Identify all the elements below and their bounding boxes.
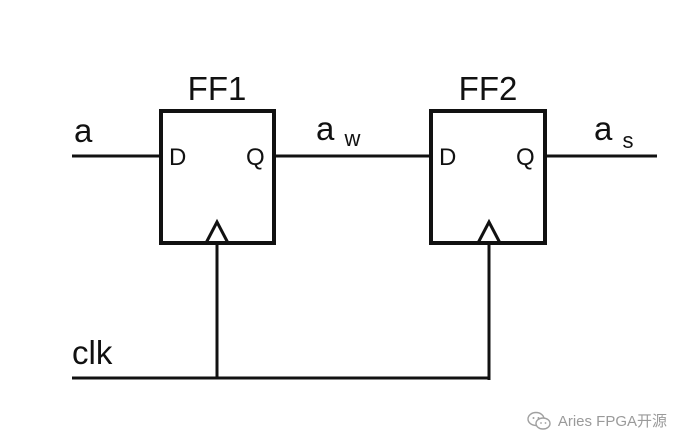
signal-label-clk: clk [72,334,113,371]
signal-aw-base: a [316,110,335,147]
signal-as-base: a [594,110,613,147]
ff2-clock-triangle [476,218,502,244]
signal-as-subscript: s [623,128,634,153]
ff2-title: FF2 [459,70,518,107]
watermark-text: Aries FPGA开源 [557,413,667,430]
ff1-title: FF1 [188,70,247,107]
flipflop-ff1: FF1 D Q [159,70,276,245]
ff1-pin-d: D [169,144,186,171]
wechat-icon [527,411,551,430]
watermark: Aries FPGA开源 [526,410,667,431]
ff2-pin-d: D [439,144,456,171]
signal-label-as: a s [594,110,634,153]
ff1-clock-triangle [204,218,230,244]
signal-label-aw: a w [316,110,361,151]
signal-aw-subscript: w [344,126,361,151]
ff1-pin-q: Q [246,144,265,171]
signal-label-a: a [74,112,93,149]
flipflop-ff2: FF2 D Q [429,70,547,245]
ff2-pin-q: Q [516,144,535,171]
